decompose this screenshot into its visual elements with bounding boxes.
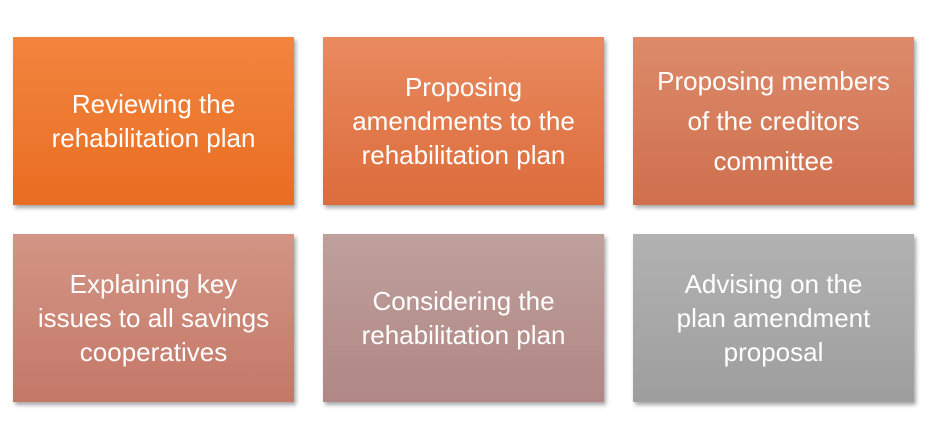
box-proposing-amendments: Proposing amendments to the rehabilitati…: [323, 37, 604, 205]
box-line: committee: [713, 146, 834, 176]
box-line: cooperatives: [79, 337, 228, 367]
box-text: Proposing members of the creditors commi…: [657, 61, 890, 181]
box-text: Reviewing the rehabilitation plan: [52, 87, 256, 155]
box-line: Proposing: [404, 72, 523, 102]
box-considering-plan: Considering the rehabilitation plan: [323, 234, 604, 402]
box-text: Proposing amendments to the rehabilitati…: [352, 70, 575, 172]
box-reviewing-plan: Reviewing the rehabilitation plan: [13, 37, 294, 205]
box-text: Considering the rehabilitation plan: [362, 284, 566, 352]
box-line: rehabilitation plan: [51, 123, 256, 153]
box-advising-proposal: Advising on the plan amendment proposal: [633, 234, 914, 402]
box-text: Explaining key issues to all savings coo…: [38, 267, 269, 369]
box-line: proposal: [723, 337, 824, 367]
box-line: of the creditors: [687, 106, 860, 136]
box-line: plan amendment: [676, 303, 871, 333]
box-line: Proposing members: [657, 66, 890, 96]
box-line: rehabilitation plan: [361, 320, 566, 350]
box-line: Considering the: [372, 286, 555, 316]
box-line: issues to all savings: [37, 303, 270, 333]
box-line: Explaining key: [69, 269, 238, 299]
box-line: amendments to the: [352, 106, 575, 136]
box-text: Advising on the plan amendment proposal: [677, 267, 871, 369]
box-explaining-issues: Explaining key issues to all savings coo…: [13, 234, 294, 402]
box-proposing-members: Proposing members of the creditors commi…: [633, 37, 914, 205]
box-line: Reviewing the: [71, 89, 236, 119]
box-line: Advising on the: [684, 269, 863, 299]
box-line: rehabilitation plan: [361, 140, 566, 170]
